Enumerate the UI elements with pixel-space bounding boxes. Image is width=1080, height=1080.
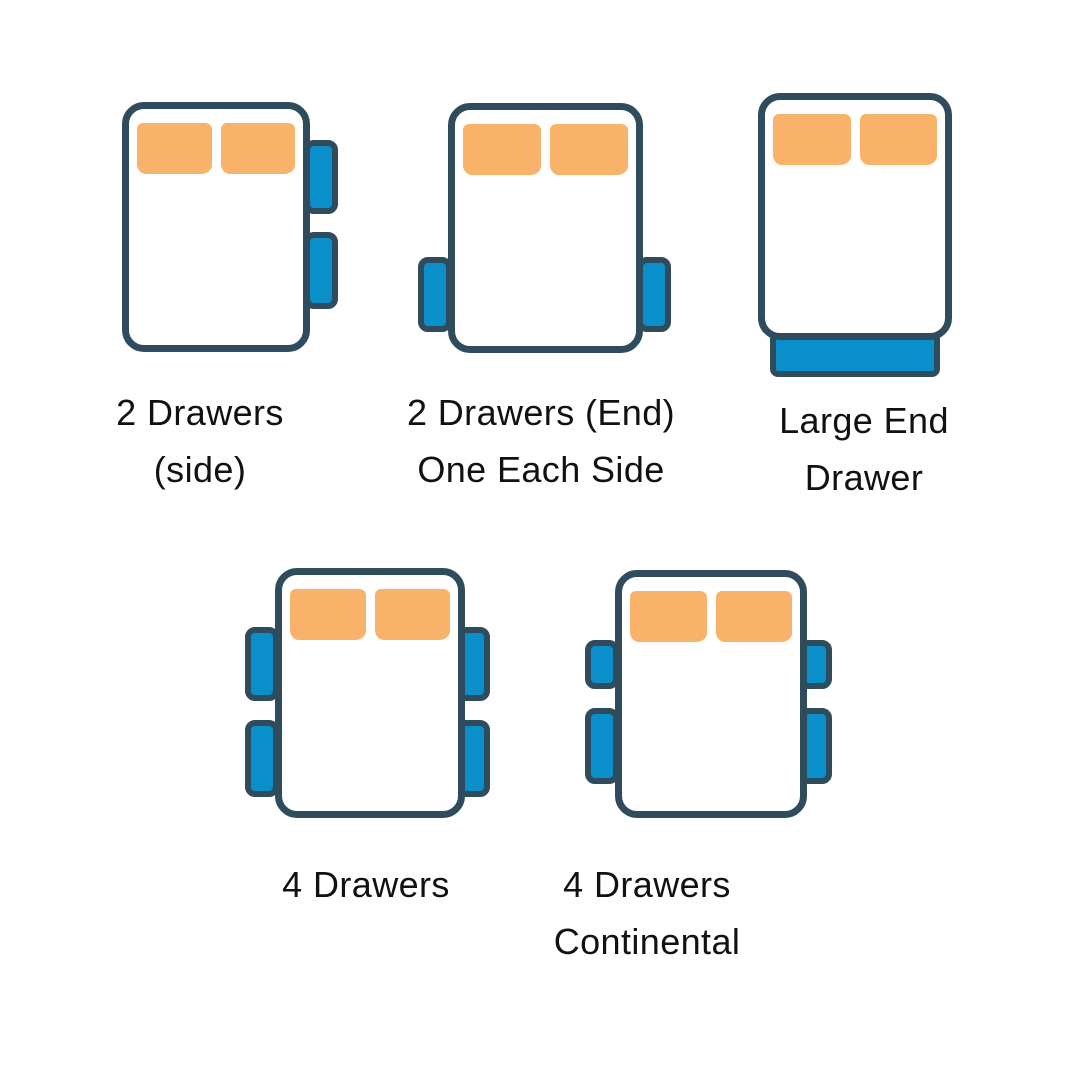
figure-label-4-drawers-continental: 4 Drawers Continental	[554, 856, 741, 970]
label-line: Large End	[779, 400, 949, 441]
bed-icon	[275, 568, 465, 818]
figure-label-4-drawers: 4 Drawers	[282, 856, 450, 913]
label-line: 4 Drawers	[282, 864, 450, 905]
figure-label-2-drawers-side: 2 Drawers (side)	[116, 384, 284, 498]
label-line: Continental	[553, 921, 741, 962]
bed-icon	[448, 103, 643, 353]
bed-2-drawers-end	[418, 103, 671, 353]
pillow-icon	[374, 589, 450, 640]
pillow-icon	[137, 123, 212, 174]
drawer-icon	[418, 257, 452, 332]
figure-label-2-drawers-end: 2 Drawers (End) One Each Side	[407, 384, 675, 498]
bed-icon	[615, 570, 807, 818]
pillow-icon	[550, 124, 628, 175]
pillow-icon	[630, 591, 707, 642]
pillow-icon	[463, 124, 541, 175]
label-line: One Each Side	[417, 449, 665, 490]
label-line: 2 Drawers	[116, 392, 284, 433]
drawer-icon	[245, 627, 279, 701]
bed-4-drawers-continental	[585, 570, 832, 818]
label-line: 4 Drawers	[563, 864, 731, 905]
bed-large-end-drawer	[758, 93, 952, 377]
pillow-icon	[773, 114, 851, 165]
pillow-icon	[859, 114, 937, 165]
label-line: (side)	[153, 449, 247, 490]
drawer-icon	[245, 720, 279, 797]
figure-label-large-end-drawer: Large End Drawer	[779, 392, 949, 506]
label-line: Drawer	[804, 457, 924, 498]
bed-icon	[122, 102, 310, 352]
bed-icon	[758, 93, 952, 340]
drawer-icon	[585, 708, 619, 784]
label-line: 2 Drawers (End)	[406, 392, 676, 433]
pillow-icon	[220, 123, 295, 174]
bed-4-drawers	[245, 568, 490, 818]
pillow-icon	[715, 591, 792, 642]
bed-2-drawers-side	[122, 102, 338, 352]
drawer-icon	[585, 640, 619, 689]
pillow-icon	[290, 589, 366, 640]
